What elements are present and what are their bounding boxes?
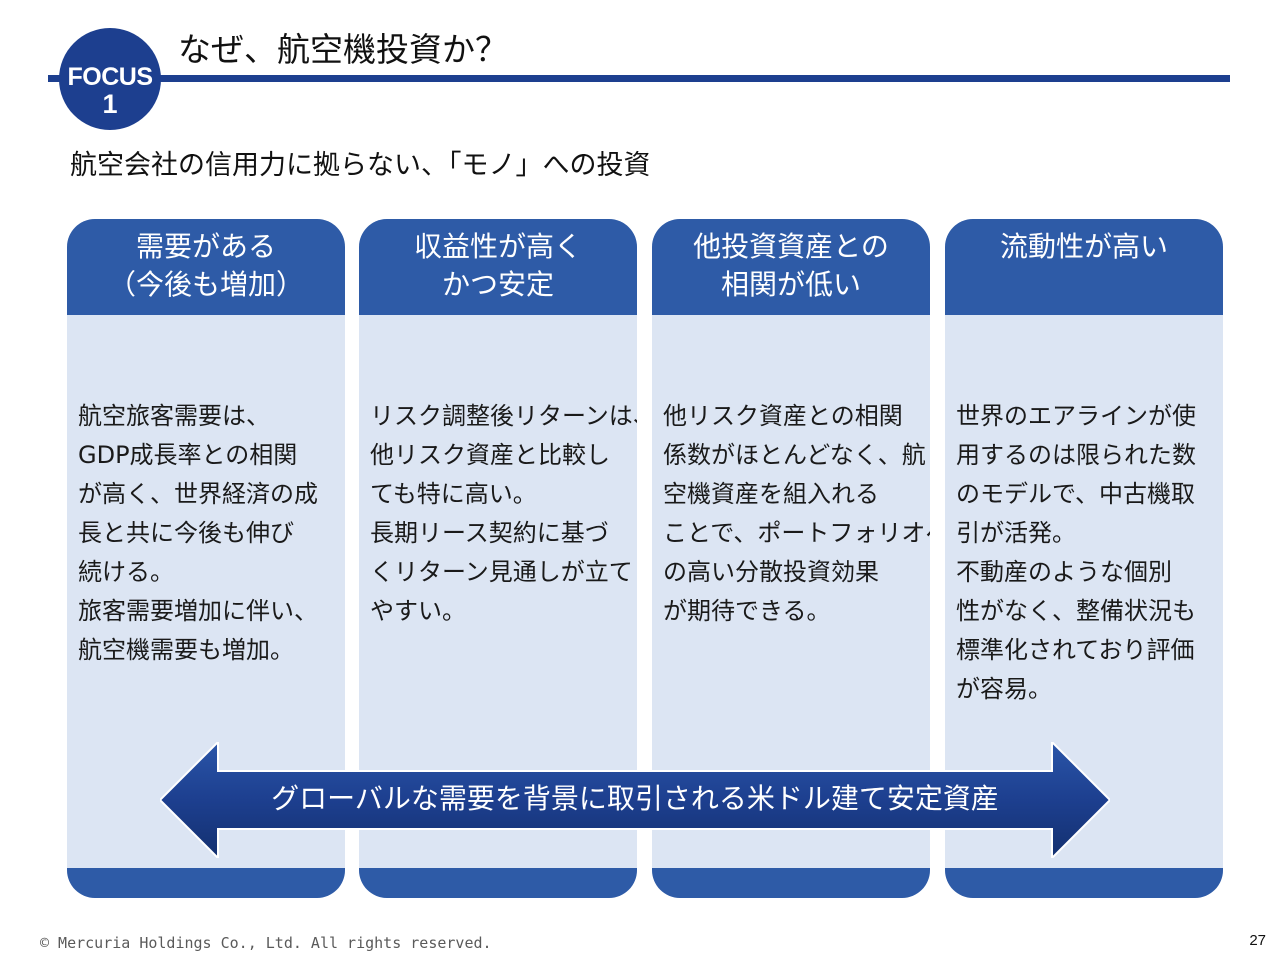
- column-heading-line: 相関が低い: [720, 268, 861, 301]
- arrow-label: グローバルな需要を背景に取引される米ドル建て安定資産: [271, 782, 999, 815]
- double-arrow-icon: [160, 742, 1110, 858]
- column-heading: 流動性が高い: [945, 219, 1223, 315]
- column-body-line: の高い分散投資効果: [663, 558, 879, 586]
- column-body-line: 航空旅客需要は、: [78, 402, 270, 430]
- column-heading: 需要がある （今後も増加）: [67, 219, 345, 315]
- column-body-line: やすい。: [370, 597, 466, 625]
- column-body: 世界のエアラインが使 用するのは限られた数 のモデルで、中古機取 引が活発。 不…: [956, 397, 1218, 709]
- column-heading-line: かつ安定: [441, 268, 554, 301]
- column-footer-band: [945, 868, 1223, 898]
- column-footer-band: [652, 868, 930, 898]
- column-body-line: 航空機需要も増加。: [78, 636, 294, 664]
- focus-badge-word: FOCUS: [67, 63, 154, 91]
- column-heading-line: 他投資資産との: [693, 230, 889, 263]
- column-body: 航空旅客需要は、 GDP成長率との相関 が高く、世界経済の成 長と共に今後も伸び…: [78, 397, 340, 670]
- page-number: 27: [1249, 932, 1266, 949]
- column-demand: 需要がある （今後も増加） 航空旅客需要は、 GDP成長率との相関 が高く、世界…: [67, 219, 345, 898]
- column-body-line: リスク調整後リターンは、: [370, 402, 637, 430]
- focus-badge-number: 1: [102, 89, 118, 119]
- column-body-line: 標準化されており評価: [956, 636, 1195, 664]
- column-body-line: 用するのは限られた数: [956, 441, 1196, 469]
- column-heading-line: （今後も増加）: [107, 268, 304, 301]
- focus-badge: FOCUS 1: [59, 28, 161, 130]
- column-body-line: 続ける。: [78, 558, 174, 586]
- column-heading: 他投資資産との 相関が低い: [652, 219, 930, 315]
- column-body-line: が期待できる。: [663, 597, 831, 625]
- column-body-line: くリターン見通しが立て: [370, 558, 633, 586]
- column-body-line: 長期リース契約に基づ: [370, 519, 609, 547]
- page-title: なぜ、航空機投資か？: [178, 30, 508, 69]
- column-body-line: ことで、ポートフォリオへ: [663, 519, 930, 547]
- column-footer-band: [67, 868, 345, 898]
- column-body-line: 係数がほとんどなく、航: [663, 441, 926, 469]
- column-body-line: GDP成長率との相関: [78, 441, 298, 469]
- column-body-line: が高く、世界経済の成: [78, 480, 318, 508]
- column-body-line: のモデルで、中古機取: [956, 480, 1196, 508]
- column-body-line: 世界のエアラインが使: [956, 402, 1196, 430]
- column-body-line: 不動産のような個別: [956, 558, 1172, 586]
- column-heading: 収益性が高く かつ安定: [359, 219, 637, 315]
- copyright-text: © Mercuria Holdings Co., Ltd. All rights…: [40, 934, 492, 952]
- page-subtitle: 航空会社の信用力に拠らない、「モノ」への投資: [70, 150, 651, 181]
- column-footer-band: [359, 868, 637, 898]
- column-body-line: 他リスク資産との相関: [663, 402, 903, 430]
- column-body-line: 長と共に今後も伸び: [78, 519, 294, 547]
- column-heading-line: 収益性が高く: [413, 230, 582, 263]
- column-body-line: 旅客需要増加に伴い、: [78, 597, 318, 625]
- column-body-line: 他リスク資産と比較し: [370, 441, 610, 469]
- column-body-line: 性がなく、整備状況も: [956, 597, 1196, 625]
- column-body: リスク調整後リターンは、 他リスク資産と比較し ても特に高い。 長期リース契約に…: [370, 397, 637, 631]
- column-heading-line: 流動性が高い: [999, 230, 1168, 263]
- column-body: 他リスク資産との相関 係数がほとんどなく、航 空機資産を組入れる ことで、ポート…: [663, 397, 930, 631]
- column-heading-line: 需要がある: [135, 230, 276, 263]
- column-body-line: が容易。: [956, 675, 1052, 703]
- header-rule: [48, 75, 1230, 82]
- column-body-line: 引が活発。: [956, 519, 1076, 547]
- column-body-line: 空機資産を組入れる: [663, 480, 879, 508]
- column-body-line: ても特に高い。: [370, 480, 537, 508]
